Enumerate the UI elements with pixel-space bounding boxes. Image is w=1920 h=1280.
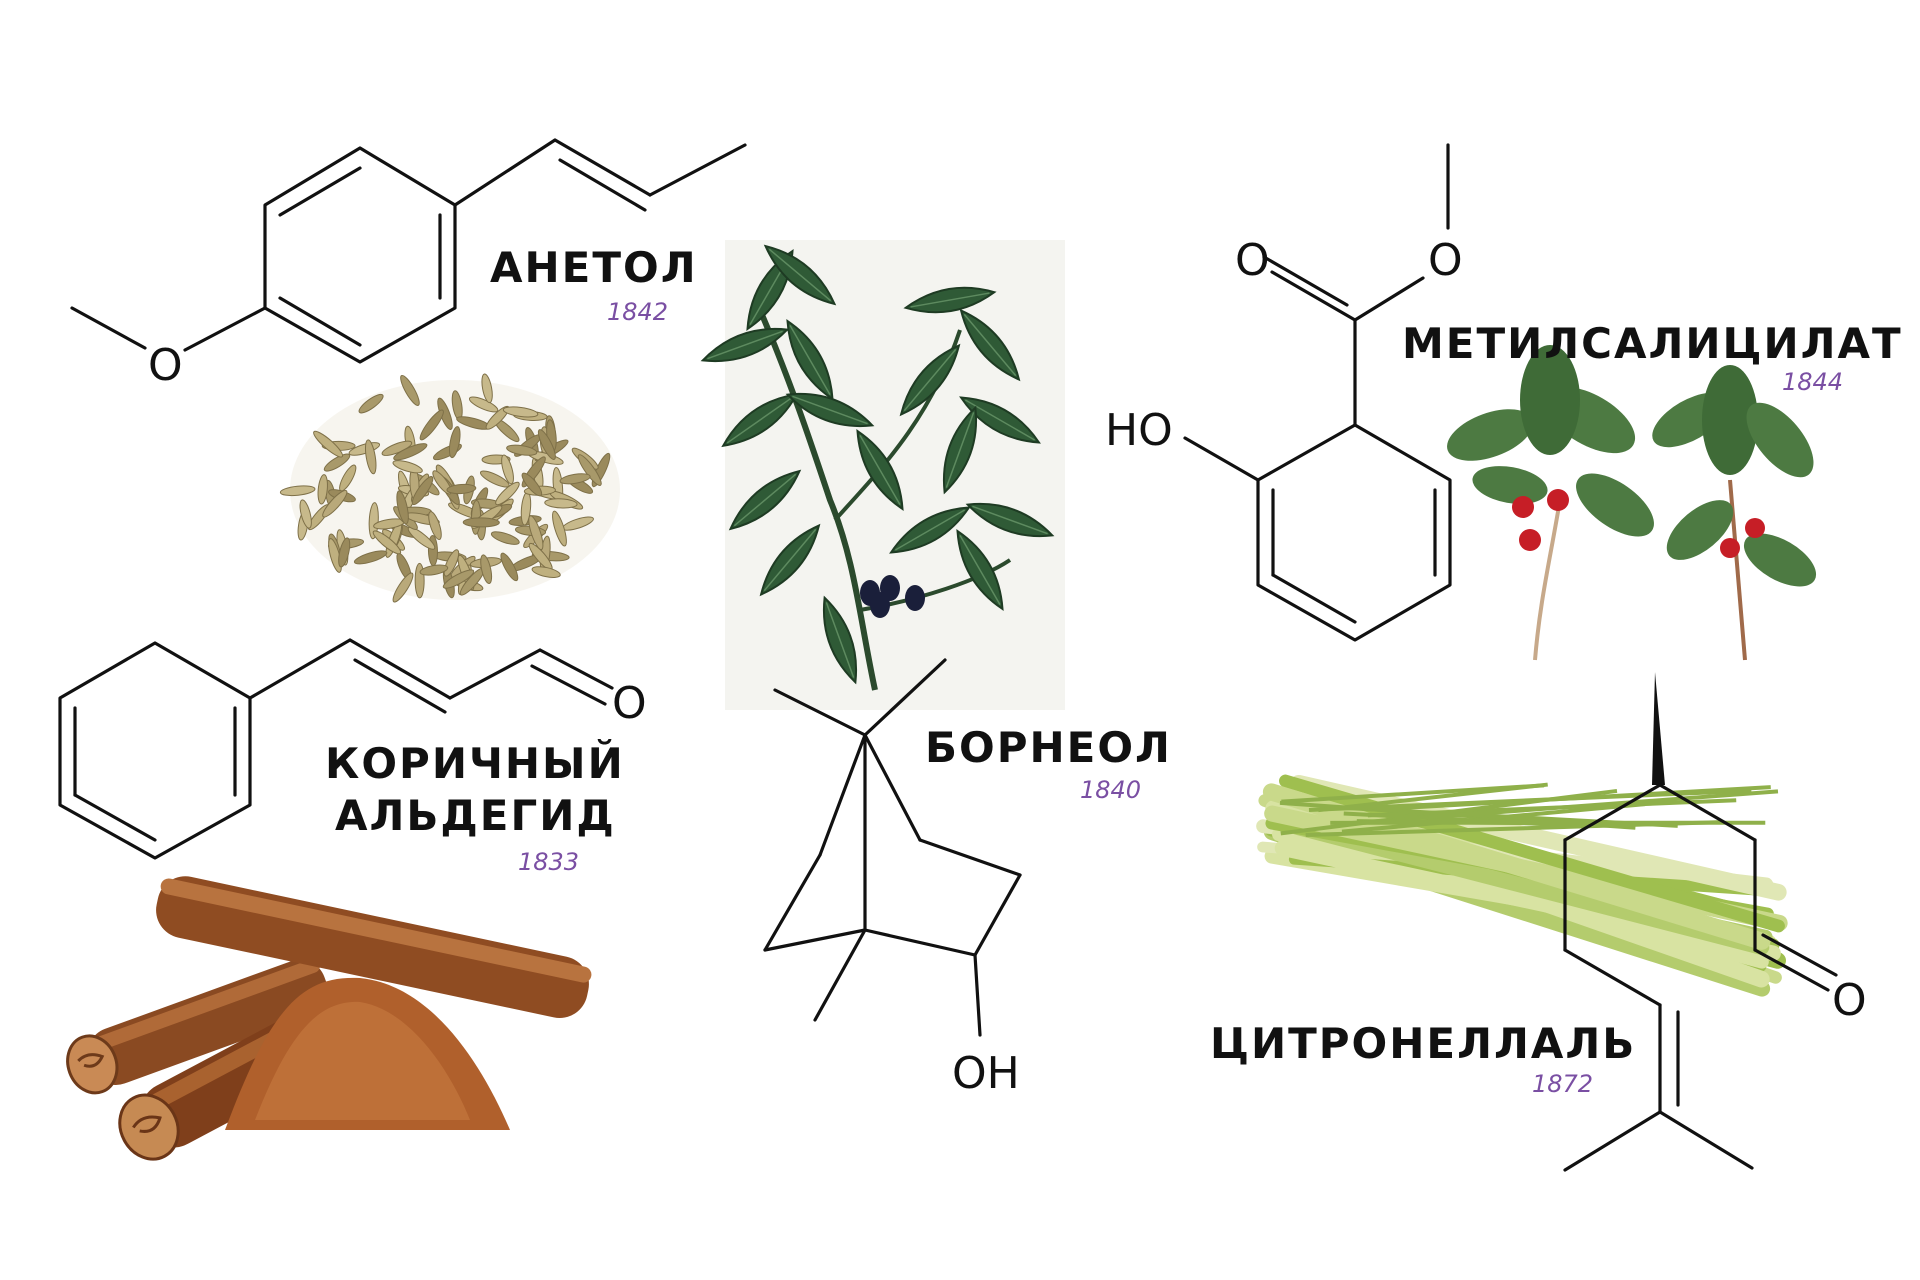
anethole-year: 1842 xyxy=(607,298,668,326)
fennel-seed xyxy=(358,393,384,414)
borneol-year: 1840 xyxy=(1080,776,1141,804)
citronellal-year: 1872 xyxy=(1532,1070,1593,1098)
lemongrass-blade xyxy=(1339,789,1779,826)
fennel-seeds-illustration xyxy=(279,373,620,603)
fennel-seed xyxy=(323,453,351,472)
methyl-salicylate-carbonyl-oxygen: O xyxy=(1235,235,1270,286)
bay-leaf-vein xyxy=(945,412,975,488)
fennel-seed xyxy=(544,498,578,509)
fennel-seed xyxy=(419,409,444,441)
cinnamaldehyde-name-line2: АЛЬДЕГИД xyxy=(335,791,616,840)
anethole-structure: O АНЕТОЛ 1842 xyxy=(70,138,747,391)
fennel-seed xyxy=(495,481,520,506)
fennel-seed xyxy=(432,470,452,495)
fennel-seed xyxy=(448,426,461,459)
fennel-seed xyxy=(531,566,561,578)
methyl-salicylate-name: МЕТИЛСАЛИЦИЛАТ xyxy=(1402,319,1903,368)
bay-leaf-vein xyxy=(792,395,868,425)
fennel-seed xyxy=(279,485,316,497)
methyl-salicylate-ester-oxygen: O xyxy=(1428,235,1463,286)
wintergreen-illustration xyxy=(1447,345,1817,661)
bay-leaf-vein xyxy=(894,509,966,551)
fennel-seed xyxy=(322,489,348,518)
fennel-seed xyxy=(364,439,377,475)
fennel-seed xyxy=(392,460,423,474)
cinnamon-illustration xyxy=(66,876,592,1161)
fennel-seed xyxy=(407,526,436,550)
fennel-seed xyxy=(368,502,379,540)
citronellal-name: ЦИТРОНЕЛЛАЛЬ xyxy=(1210,1019,1636,1068)
borneol-structure: OH БОРНЕОЛ 1840 xyxy=(763,658,1172,1099)
fennel-seed xyxy=(442,569,475,589)
bay-leaf-vein xyxy=(972,505,1048,535)
fennel-seed xyxy=(528,515,544,551)
fennel-seed xyxy=(502,406,539,418)
lemongrass-blade xyxy=(1376,785,1771,812)
fennel-seed xyxy=(353,550,388,565)
fennel-seed xyxy=(400,374,420,406)
fennel-seed xyxy=(446,483,477,495)
borneol-hydroxyl: OH xyxy=(952,1048,1020,1099)
fennel-seed xyxy=(552,510,567,547)
fennel-seed xyxy=(299,499,312,529)
fennel-seed xyxy=(317,474,328,505)
fennel-seed xyxy=(443,549,460,577)
cinnamaldehyde-name-line1: КОРИЧНЫЙ xyxy=(325,738,625,788)
cinnamaldehyde-year: 1833 xyxy=(518,848,579,876)
fennel-seed xyxy=(481,373,493,404)
bay-leaf-vein xyxy=(859,434,901,506)
anethole-name: АНЕТОЛ xyxy=(490,243,698,292)
citronellal-oxygen: O xyxy=(1832,975,1867,1026)
fennel-seed xyxy=(577,454,602,486)
bay-leaf-vein xyxy=(959,534,1001,606)
bay-leaf-vein xyxy=(910,292,990,308)
fennel-seed xyxy=(372,530,402,555)
fennel-seed xyxy=(500,552,519,582)
bay-leaf-vein xyxy=(789,324,831,396)
fennel-seed xyxy=(396,490,409,525)
fennel-seed xyxy=(506,444,538,456)
bay-leaf-vein xyxy=(768,248,832,302)
fennel-seed xyxy=(338,537,351,568)
bay-laurel-illustration xyxy=(700,240,1065,710)
bay-leaf-vein xyxy=(964,399,1036,441)
borneol-name: БОРНЕОЛ xyxy=(925,723,1172,772)
fennel-seed xyxy=(428,511,442,541)
fennel-seed xyxy=(392,572,414,603)
methyl-salicylate-structure: O O HO МЕТИЛСАЛИЦИЛАТ 1844 xyxy=(1105,143,1903,642)
fennel-seed xyxy=(411,476,434,506)
fennel-seed xyxy=(521,472,543,497)
fennel-seed xyxy=(468,396,499,413)
bay-leaf-vein xyxy=(733,473,797,527)
bay-leaf-vein xyxy=(825,602,855,678)
fennel-seed xyxy=(419,564,449,576)
fennel-seed xyxy=(393,443,428,461)
lemongrass-blade xyxy=(1281,783,1545,804)
bay-leaf-vein xyxy=(903,348,957,412)
cinnamaldehyde-structure: O КОРИЧНЫЙ АЛЬДЕГИД 1833 xyxy=(58,638,647,876)
methyl-salicylate-year: 1844 xyxy=(1782,368,1843,396)
bay-leaf-vein xyxy=(726,396,794,444)
methyl-salicylate-hydroxyl: HO xyxy=(1105,405,1173,456)
fennel-seed xyxy=(313,430,344,458)
fennel-seed xyxy=(462,517,500,528)
fennel-seed xyxy=(480,554,493,584)
citronellal-structure: O ЦИТРОНЕЛЛАЛЬ 1872 xyxy=(1210,672,1867,1172)
bay-leaf-vein xyxy=(763,528,817,592)
bay-leaf-vein xyxy=(963,313,1017,377)
fennel-seed xyxy=(490,531,520,545)
cinnamaldehyde-oxygen: O xyxy=(612,678,647,729)
fennel-seed xyxy=(537,429,556,460)
lemongrass-stalk xyxy=(1262,783,1771,950)
anethole-oxygen: O xyxy=(148,340,183,391)
fennel-seed xyxy=(559,473,591,485)
fennel-seed xyxy=(501,454,514,485)
lemongrass-illustration xyxy=(1256,774,1788,997)
bay-leaf-vein xyxy=(707,330,783,360)
